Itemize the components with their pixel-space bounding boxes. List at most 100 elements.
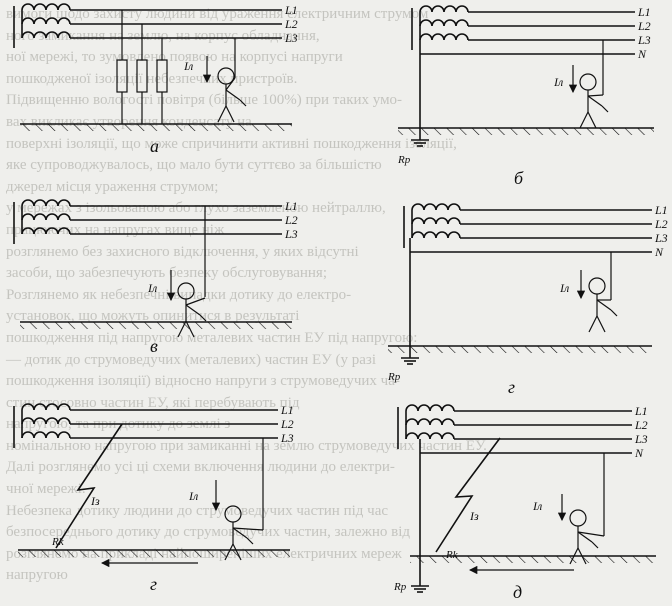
- caption-g2: г: [150, 574, 157, 594]
- person-leg: [587, 111, 597, 129]
- transformer-winding: [419, 19, 469, 27]
- transformer-winding: [411, 203, 461, 211]
- person-arm-raised: [225, 77, 236, 91]
- neutral-label: N: [637, 47, 647, 61]
- background-text-line: чної мережі.: [6, 481, 86, 498]
- background-text-line: пошкодження ізоляції) відносно напруги з…: [6, 373, 400, 390]
- background-text-line: Небезпека дотику людини до струмоведучих…: [6, 502, 389, 519]
- background-text-line: — дотик до струмоведучих (металевих) час…: [6, 351, 377, 368]
- phase-label-L1: L1: [637, 5, 651, 19]
- fault-resistance-label: Rk: [51, 536, 65, 548]
- earth-hatching: [398, 128, 654, 135]
- transformer-winding: [405, 418, 455, 426]
- background-text-line: номінальною напругою при замиканні на зе…: [6, 437, 487, 454]
- transformer-winding: [21, 227, 71, 235]
- background-text-line: ного замикання на землю, на корпус облад…: [6, 27, 320, 44]
- person-arm-raised: [232, 527, 264, 531]
- caption-d: д: [513, 582, 522, 602]
- neutral-label: N: [634, 446, 644, 460]
- background-text-line: Далі розглянемо усі ці схеми включення л…: [6, 459, 395, 476]
- transformer-winding: [21, 199, 71, 207]
- person-arm: [577, 531, 593, 543]
- earth-hatching: [410, 556, 656, 563]
- current-label: Iл: [188, 489, 198, 503]
- phase-label-L1: L1: [634, 404, 648, 418]
- phase-label-L3: L3: [284, 31, 298, 45]
- phase-label-L1: L1: [284, 3, 298, 17]
- background-text-line: джерел місця ураження струмом;: [6, 178, 219, 195]
- current-label: Iл: [553, 75, 563, 89]
- transformer-winding: [411, 231, 461, 239]
- phase-label-L2: L2: [654, 217, 668, 231]
- transformer-winding: [405, 432, 455, 440]
- phase-label-L2: L2: [280, 417, 294, 431]
- person-arm: [199, 314, 207, 322]
- current-label: Iл: [183, 59, 193, 73]
- person-arm: [225, 89, 241, 101]
- person-leg: [225, 105, 235, 123]
- background-text-line: пошкодженої ізоляції небезпечних пристро…: [6, 70, 298, 87]
- transformer-winding: [419, 33, 469, 41]
- caption-a: а: [150, 136, 159, 156]
- phase-label-L1: L1: [280, 403, 294, 417]
- phase-label-L3: L3: [634, 432, 648, 446]
- earth-resistance-label: Rр: [393, 581, 407, 593]
- person-head: [569, 509, 587, 527]
- transformer-winding: [419, 5, 469, 13]
- person-leg: [588, 315, 598, 333]
- person-arm-raised: [587, 94, 604, 97]
- person-arm: [239, 99, 247, 107]
- fault-current-label: Iз: [90, 494, 100, 508]
- transformer-winding: [21, 17, 71, 25]
- person-leg: [579, 111, 589, 129]
- person-arm-raised: [577, 531, 605, 537]
- person-arm: [610, 309, 618, 317]
- phase-label-L2: L2: [637, 19, 651, 33]
- earth-hatching: [20, 322, 292, 329]
- person-arm: [591, 541, 599, 549]
- caption-b: б: [514, 168, 524, 188]
- background-text-line: поверхні ізоляції, що може спричинити ак…: [6, 135, 457, 152]
- caption-g: г: [508, 377, 515, 397]
- transformer-winding: [21, 31, 71, 39]
- transformer-winding: [21, 3, 71, 11]
- person-arm: [587, 95, 603, 107]
- person-head: [579, 73, 597, 91]
- person-head: [588, 277, 606, 295]
- background-text-line: засоби, що забезпечують безпеку обслугов…: [6, 265, 327, 282]
- earth-resistance-label: Rр: [397, 154, 411, 166]
- neutral-label: N: [654, 245, 664, 259]
- transformer-winding: [21, 417, 71, 425]
- earth-hatching: [20, 124, 292, 131]
- fault-current-label: Iз: [469, 509, 479, 523]
- person-arm: [185, 304, 201, 316]
- phase-label-L3: L3: [637, 33, 651, 47]
- person-arm: [232, 527, 248, 539]
- background-text-line: ної мережі, то зумовлено появою на корпу…: [6, 49, 343, 66]
- background-text-line: яке супроводжувалось, що мало бути суттє…: [6, 157, 382, 174]
- current-label: Iл: [147, 281, 157, 295]
- phase-label-L2: L2: [284, 213, 298, 227]
- transformer-winding: [21, 431, 71, 439]
- background-text-line: установок, що можуть опинитися в результ…: [6, 308, 300, 325]
- phase-label-L3: L3: [280, 431, 294, 445]
- background-text-line: розглянемо без захисного відключення, у …: [6, 243, 359, 260]
- caption-v: в: [150, 336, 158, 356]
- person-arm-raised: [185, 297, 206, 306]
- earth-hatching: [388, 346, 652, 353]
- transformer-winding: [405, 404, 455, 412]
- person-leg: [217, 105, 227, 123]
- person-arm: [601, 105, 609, 113]
- insulation-resistance: [136, 59, 148, 93]
- background-text-line: безпосереднього дотику до струмоведучих …: [6, 524, 411, 541]
- insulation-resistance: [116, 59, 128, 93]
- background-text-line: напругою: [6, 567, 68, 584]
- current-label: Iл: [559, 281, 569, 295]
- earth-hatching: [18, 550, 290, 557]
- phase-label-L2: L2: [284, 17, 298, 31]
- person-arm: [246, 537, 254, 545]
